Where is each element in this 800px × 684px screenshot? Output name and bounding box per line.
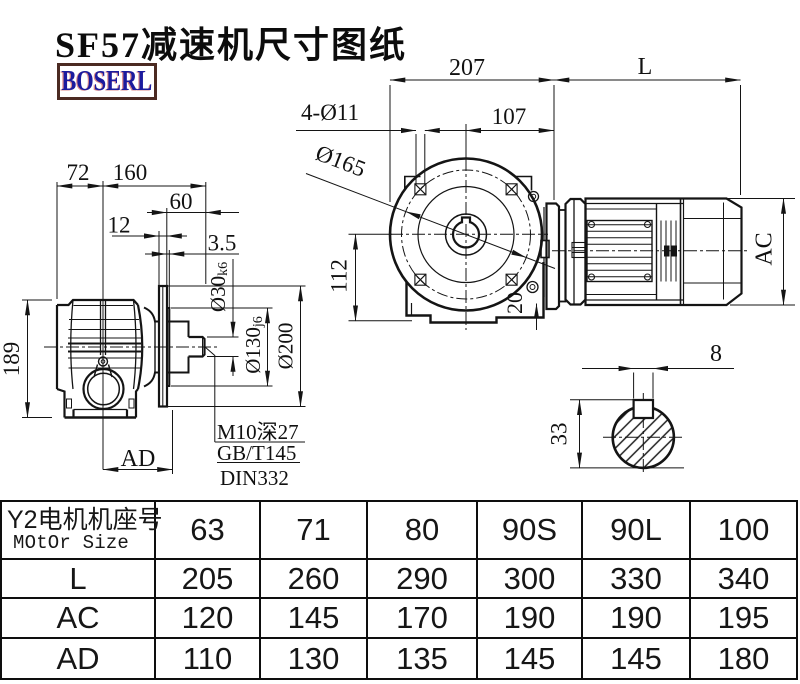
brand-logo-text: BOSERL — [61, 65, 153, 97]
table-header-en: MOtOr Size — [13, 531, 130, 554]
table-cell: 290 — [366, 558, 478, 599]
table-cell: 190 — [476, 597, 583, 639]
dim-12 — [112, 231, 187, 286]
motor-fan-cowl — [679, 198, 742, 305]
motor-outline — [584, 197, 743, 307]
dim-label-ac: AC — [752, 232, 778, 265]
output-flange — [143, 284, 206, 408]
dim-label-60: 60 — [170, 189, 193, 214]
table-cell: 195 — [689, 597, 798, 639]
housing-outer-circle — [388, 157, 544, 312]
table-cell: 120 — [154, 597, 261, 639]
motor-size-cell: 80 — [366, 500, 478, 560]
dim-bolt-circle — [305, 173, 556, 269]
dim-20 — [533, 303, 540, 330]
dim-label-shaft-dia: Ø30k6 — [206, 262, 231, 312]
dim-label-20: 20 — [502, 292, 527, 314]
flange-bolt-holes — [414, 183, 518, 286]
table-cell: 340 — [689, 558, 798, 599]
table-row-ac: AC 120 145 170 190 190 195 — [0, 597, 798, 639]
tap-note-line2: GB/T145 — [217, 441, 296, 465]
dim-label-207: 207 — [449, 55, 485, 81]
page-title: SF57减速机尺寸图纸 — [55, 25, 408, 65]
table-cell: 180 — [689, 637, 798, 680]
shaft-section-view — [570, 365, 734, 475]
side-view — [22, 181, 306, 474]
dim-shaft-diameter — [207, 259, 239, 376]
motor-fins — [586, 219, 653, 283]
flange-register-circle — [417, 185, 515, 284]
table-cell: 330 — [581, 558, 691, 599]
tap-note-leader — [204, 346, 305, 463]
table-cell: 170 — [366, 597, 478, 639]
bolt-circle-centerline — [401, 169, 531, 300]
table-cell: 300 — [476, 558, 583, 599]
table-cell: 135 — [366, 637, 478, 680]
dim-label-spigot-dia: Ø130j6 — [241, 316, 266, 374]
brand-logo: BOSERL — [57, 63, 157, 100]
dim-label-72: 72 — [67, 160, 90, 185]
dim-label-bolt-circle: Ø165 — [312, 140, 369, 182]
shaft-keyway — [632, 398, 655, 420]
motor-adapter — [540, 197, 587, 311]
motor-size-cell: 90L — [581, 500, 691, 560]
table-header-cn: Y2电机机座号 — [7, 506, 163, 535]
dim-label-bolt-holes: 4-Ø11 — [301, 100, 359, 125]
motor-size-cell: 100 — [689, 500, 798, 560]
dim-flange-diameter — [168, 285, 306, 408]
motor-size-cell: 63 — [154, 500, 261, 560]
table-cell: 110 — [154, 637, 261, 680]
gearbox-body — [55, 298, 144, 419]
output-bore-inner — [86, 372, 121, 406]
row-label: AC — [0, 597, 156, 639]
dim-key-width — [582, 365, 734, 399]
dim-label-flange-dia: Ø200 — [273, 323, 297, 370]
bore-keyway-notch — [460, 216, 472, 224]
hub-circle — [444, 213, 488, 256]
table-cell: 130 — [259, 637, 368, 680]
tap-note-line1: M10深27 — [217, 420, 299, 444]
dim-label-12: 12 — [108, 213, 131, 238]
table-cell: 145 — [259, 597, 368, 639]
dim-label-3-5: 3.5 — [208, 231, 237, 256]
row-label: AD — [0, 637, 156, 680]
table-header-cell: Y2电机机座号 MOtOr Size — [0, 500, 163, 560]
dim-3-5 — [145, 250, 239, 307]
dim-112 — [348, 233, 412, 322]
motor-size-table: Y2电机机座号 MOtOr Size 63 71 80 90S 90L 100 … — [0, 500, 798, 680]
front-view — [296, 77, 742, 330]
dim-label-112: 112 — [326, 259, 351, 293]
motor-size-cell: 71 — [259, 500, 368, 560]
dim-189 — [22, 299, 52, 419]
table-cell: 260 — [259, 558, 368, 599]
table-cell: 190 — [581, 597, 691, 639]
motor-size-cell: 90S — [476, 500, 583, 560]
dim-spigot-diameter — [171, 307, 273, 387]
oil-plugs — [526, 190, 540, 294]
table-row-l: L 205 260 290 300 330 340 — [0, 558, 798, 599]
dim-60 — [147, 208, 239, 286]
dim-label-107: 107 — [492, 104, 527, 129]
table-cell: 145 — [476, 637, 583, 680]
table-cell: 145 — [581, 637, 691, 680]
dim-label-ad: AD — [121, 446, 156, 472]
dim-72-160 — [56, 182, 207, 299]
dim-label-shaft-height: 33 — [546, 423, 571, 446]
table-header-row: Y2电机机座号 MOtOr Size 63 71 80 90S 90L 100 — [0, 500, 798, 560]
motor-view — [552, 197, 795, 307]
dim-ac — [723, 197, 795, 306]
dim-label-160: 160 — [113, 160, 148, 185]
table-cell: 205 — [154, 558, 261, 599]
dim-label-189: 189 — [0, 342, 24, 377]
dim-107-holes — [296, 127, 555, 185]
tap-note-line3: DIN332 — [220, 466, 289, 490]
row-label: L — [0, 558, 156, 599]
technical-drawing: 72 160 60 12 3.5 189 Ø30k6 Ø130j6 Ø200 A… — [0, 54, 795, 490]
table-row-ad: AD 110 130 135 145 145 180 — [0, 637, 798, 680]
dim-ad — [102, 410, 174, 474]
dim-shaft-height — [570, 399, 684, 469]
dim-label-l: L — [638, 54, 653, 80]
dim-207-l — [389, 77, 742, 202]
dim-label-key-width: 8 — [710, 341, 722, 367]
